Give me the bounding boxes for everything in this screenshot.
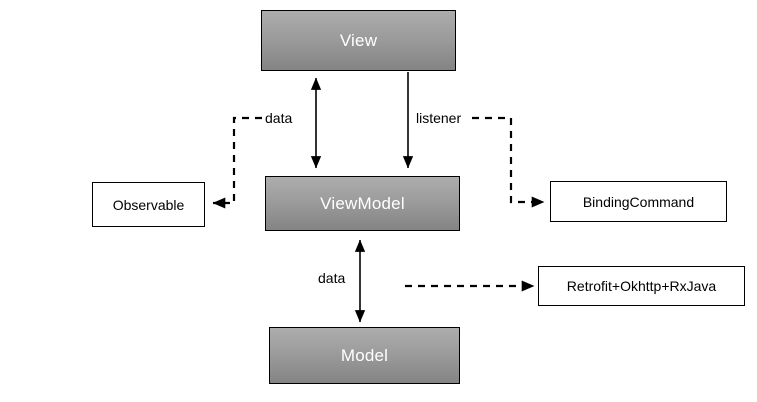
edge-label-data-observable: data bbox=[265, 110, 293, 126]
node-bindingcommand[interactable]: BindingCommand bbox=[550, 181, 727, 222]
node-viewmodel-label: ViewModel bbox=[320, 193, 405, 213]
edge-label-listener: listener bbox=[416, 110, 462, 126]
node-network[interactable]: Retrofit+Okhttp+RxJava bbox=[538, 266, 745, 306]
node-model-label: Model bbox=[340, 345, 389, 365]
node-viewmodel[interactable]: ViewModel bbox=[265, 176, 460, 231]
node-model[interactable]: Model bbox=[269, 327, 460, 384]
node-network-label: Retrofit+Okhttp+RxJava bbox=[566, 278, 717, 294]
edge-data-to-observable-dashed bbox=[212, 116, 262, 209]
node-view[interactable]: View bbox=[261, 10, 456, 71]
edge-listener-to-bindingcommand-dashed bbox=[472, 116, 545, 208]
node-observable[interactable]: Observable bbox=[92, 182, 205, 227]
node-bindingcommand-label: BindingCommand bbox=[582, 193, 695, 210]
node-view-label: View bbox=[339, 30, 378, 50]
node-observable-label: Observable bbox=[112, 196, 185, 213]
edge-label-data-model: data bbox=[318, 270, 346, 286]
